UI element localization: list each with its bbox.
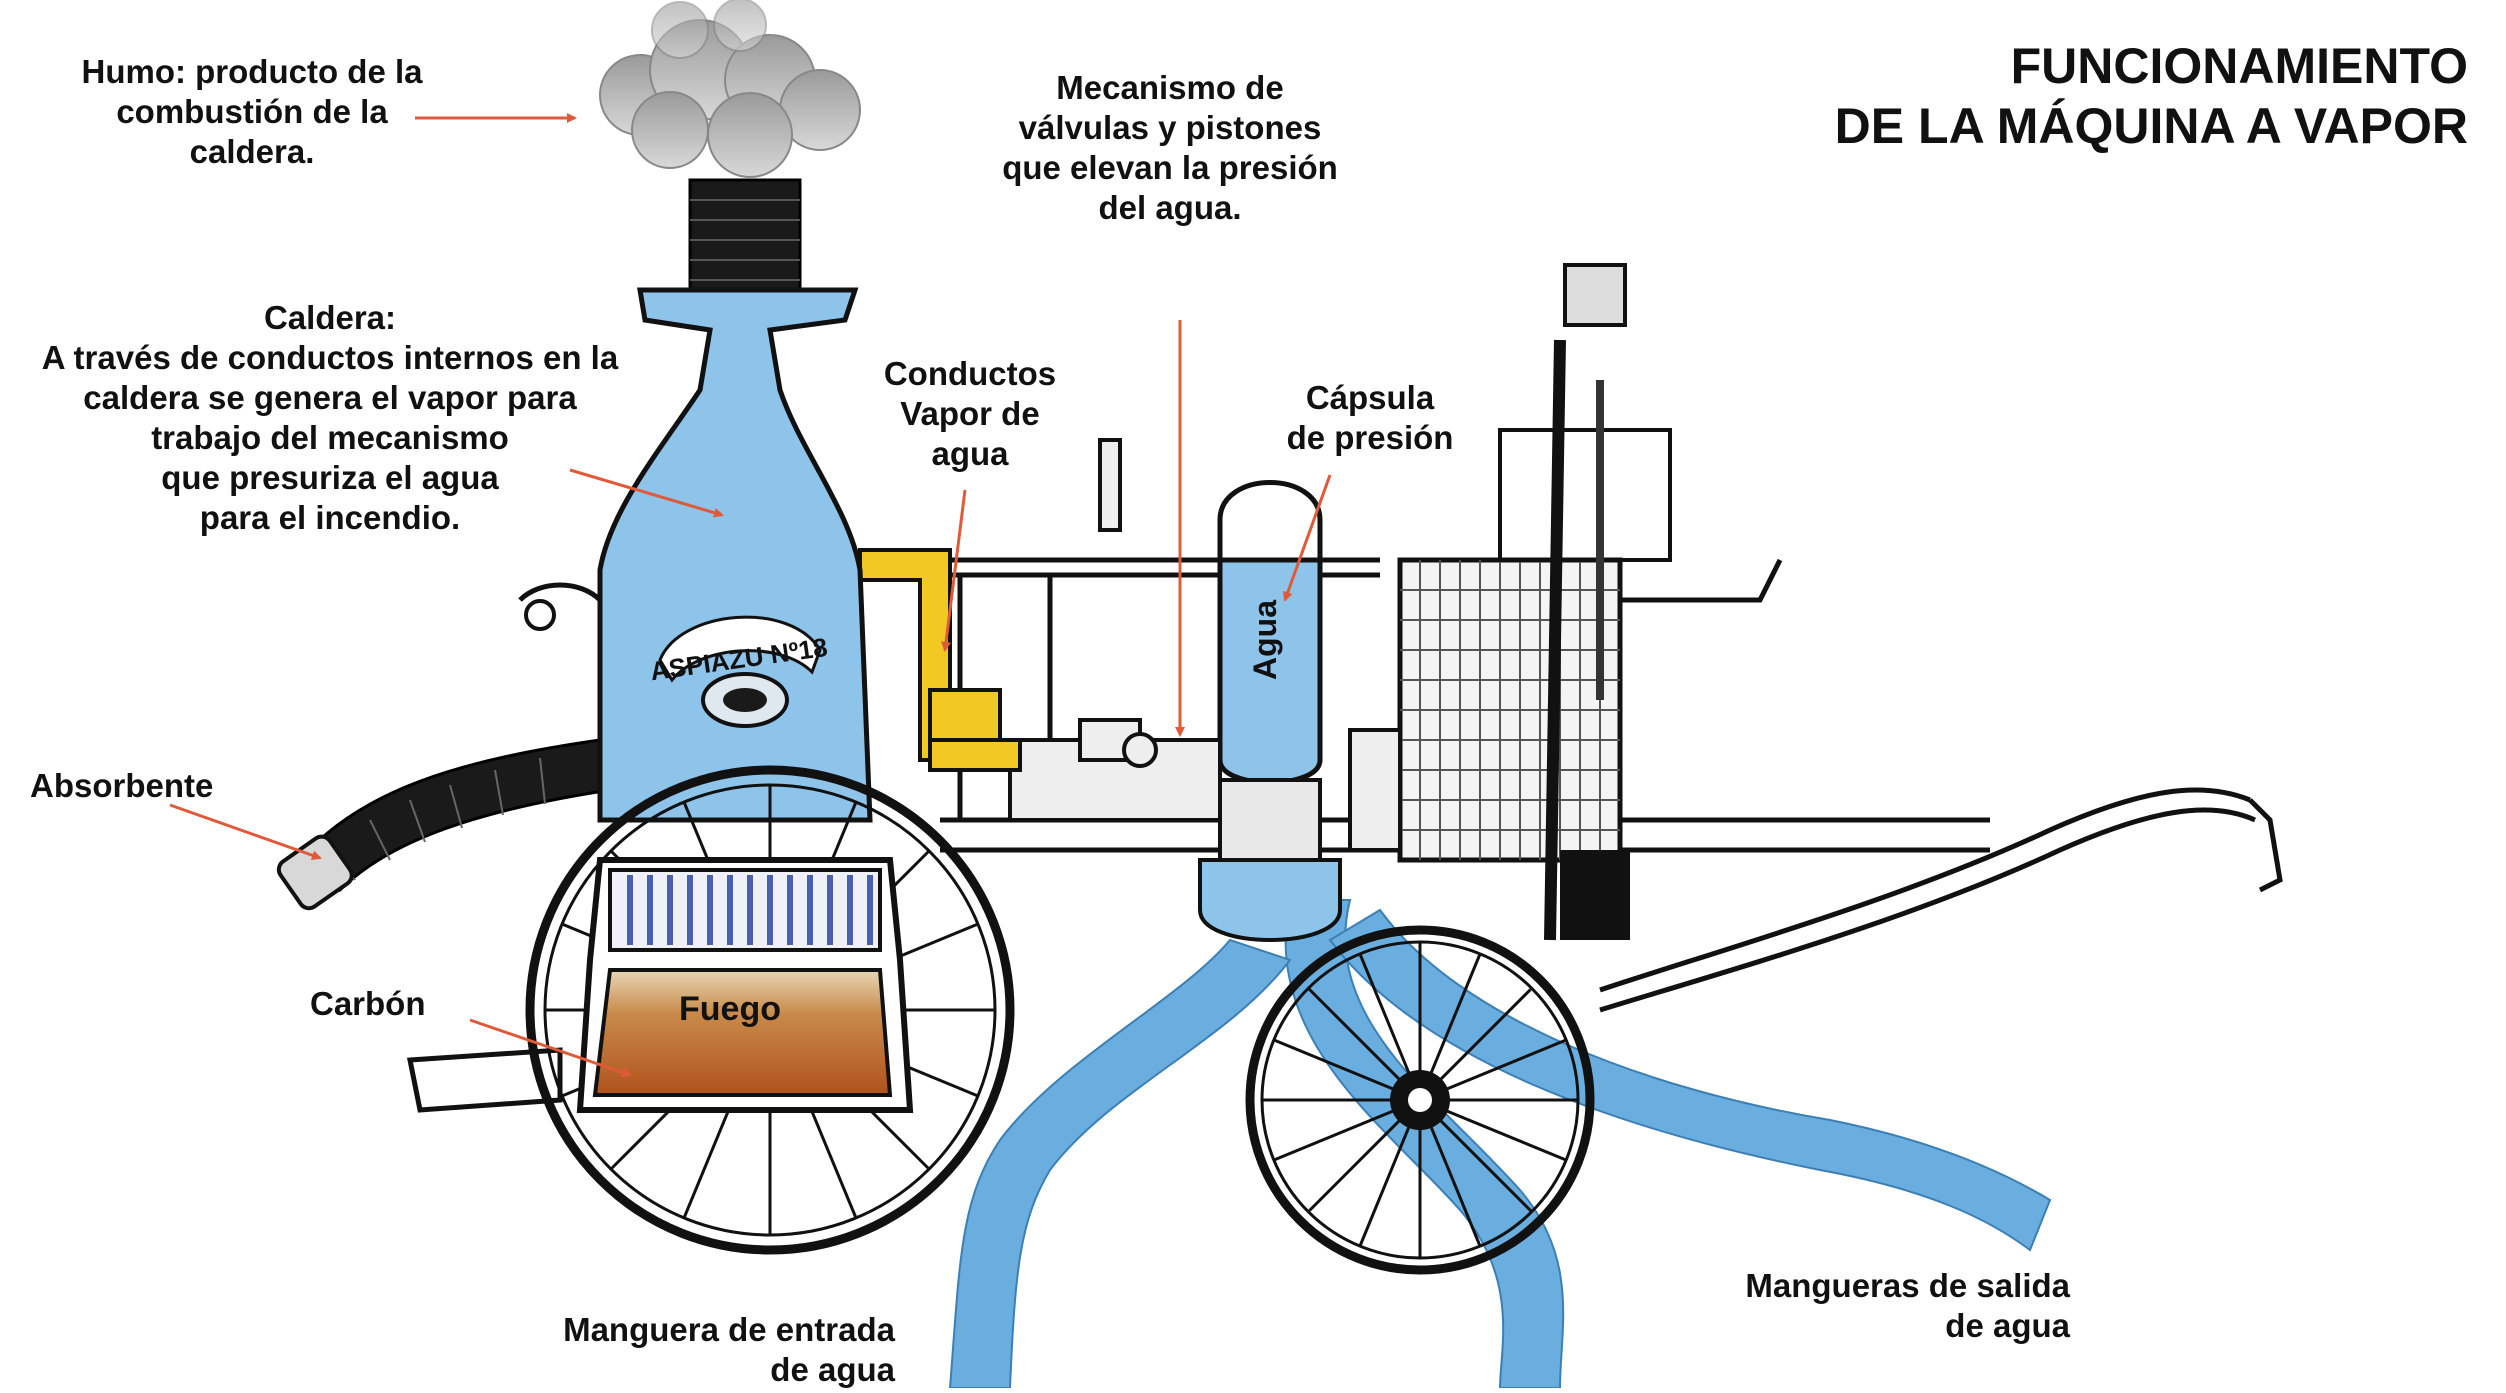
agua-label: Agua bbox=[1247, 600, 1283, 680]
arrow-caldera bbox=[569, 468, 724, 518]
fuego-label: Fuego bbox=[679, 990, 781, 1028]
arrow-capsula bbox=[1283, 474, 1332, 602]
chimney bbox=[688, 178, 802, 297]
arrow-absorbente bbox=[169, 803, 322, 861]
rear-wheel bbox=[1245, 925, 1595, 1275]
label-capsula: Cápsula de presión bbox=[1286, 379, 1454, 456]
arrow-carbon bbox=[469, 1018, 632, 1078]
pressure-capsule bbox=[1198, 480, 1342, 942]
pointer-arrows bbox=[169, 113, 1332, 1078]
page-title: FUNCIONAMIENTO DE LA MÁQUINA A VAPOR bbox=[1835, 36, 2468, 156]
label-carbon: Carbón bbox=[310, 985, 426, 1022]
label-absorbente: Absorbente bbox=[30, 767, 214, 804]
steam-conduit bbox=[858, 548, 1022, 772]
firebox bbox=[576, 857, 914, 1113]
pump-mechanism bbox=[1008, 438, 1402, 852]
label-conductos: Conductos Vapor de agua bbox=[883, 355, 1057, 472]
label-mecanismo: Mecanismo de válvulas y pistones que ele… bbox=[1002, 69, 1338, 226]
smoke-cloud bbox=[599, 0, 861, 178]
boiler: ASPIAZU Nº18 bbox=[518, 287, 873, 823]
inlet-hose bbox=[948, 938, 1292, 1389]
title-line-2: DE LA MÁQUINA A VAPOR bbox=[1834, 98, 2468, 154]
label-salida: Mangueras de salida de agua bbox=[1745, 1267, 2070, 1344]
label-humo: Humo: producto de la combustión de la ca… bbox=[81, 53, 423, 170]
fire-area bbox=[592, 968, 893, 1097]
label-caldera: Caldera: A través de conductos internos … bbox=[41, 299, 619, 536]
title-line-1: FUNCIONAMIENTO bbox=[2010, 38, 2468, 94]
label-entrada: Manguera de entrada de agua bbox=[563, 1311, 895, 1388]
rear-cage bbox=[1397, 263, 1672, 941]
arrow-conductos bbox=[941, 489, 967, 652]
